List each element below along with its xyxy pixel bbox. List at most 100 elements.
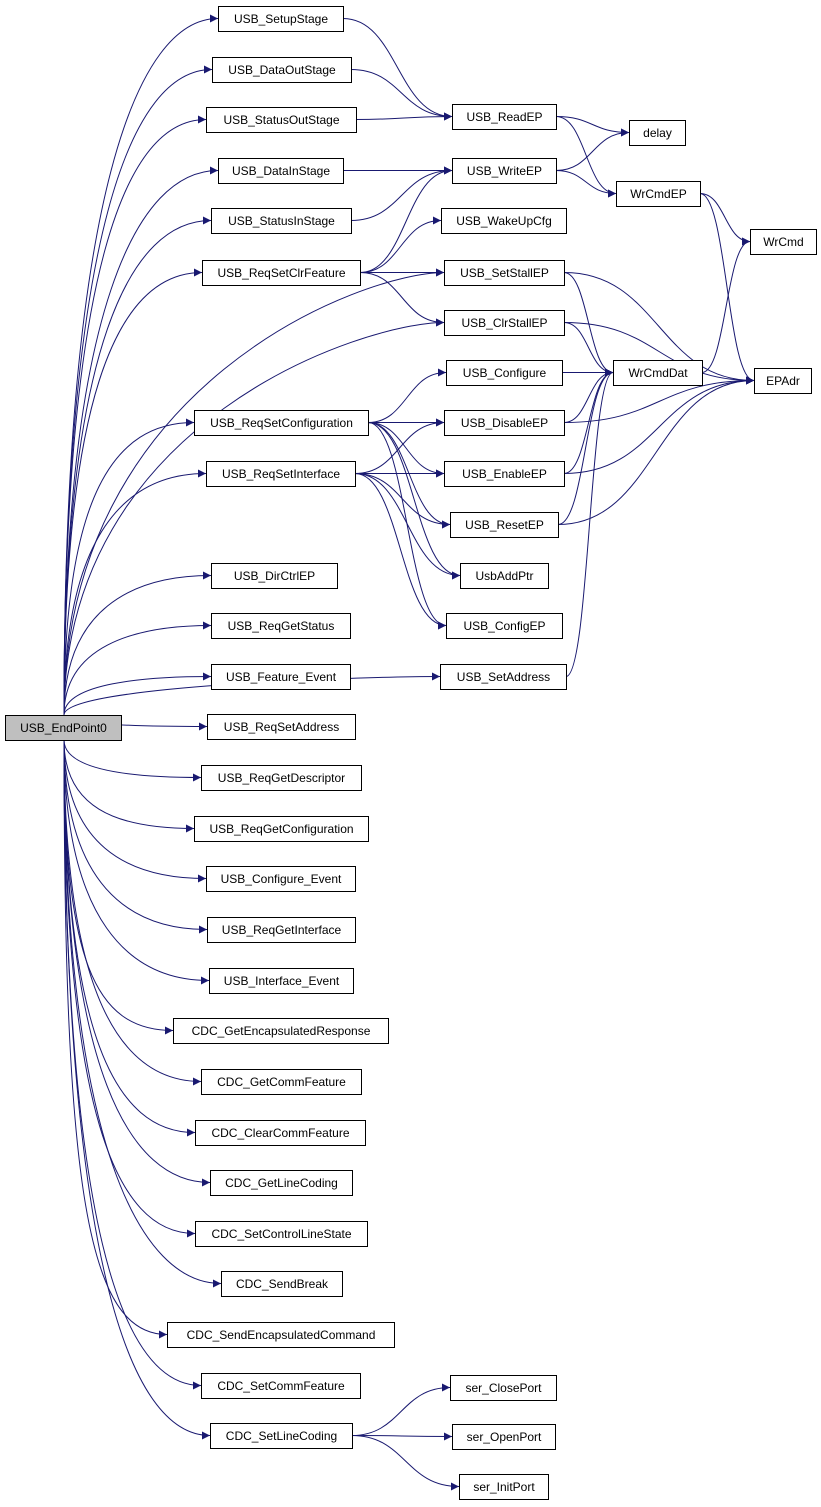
- edge-usb-reqsetconfiguration-to-usb-configure: [367, 368, 447, 423]
- node-label: USB_Interface_Event: [224, 974, 340, 988]
- node-usb-reqsetclrfeature[interactable]: USB_ReqSetClrFeature: [202, 260, 361, 286]
- node-label: CDC_SendEncapsulatedCommand: [187, 1328, 376, 1342]
- node-usb-configep[interactable]: USB_ConfigEP: [446, 613, 563, 639]
- node-usb-reqsetaddress[interactable]: USB_ReqSetAddress: [207, 714, 356, 740]
- node-label: USB_EnableEP: [462, 467, 547, 481]
- edge-usb-endpoint0-to-usb-datainstage: [63, 166, 219, 716]
- node-box: [206, 866, 356, 892]
- node-usb-enableep[interactable]: USB_EnableEP: [444, 461, 565, 487]
- node-box: [207, 917, 356, 943]
- node-usb-configure-event[interactable]: USB_Configure_Event: [206, 866, 356, 892]
- node-cdc-getcommfeature[interactable]: CDC_GetCommFeature: [201, 1069, 362, 1095]
- node-wrcmdep[interactable]: WrCmdEP: [616, 181, 701, 207]
- node-box: [211, 613, 351, 639]
- edge-usb-endpoint0-to-usb-reqsetconfiguration: [63, 418, 195, 716]
- node-label: USB_ReqSetConfiguration: [210, 416, 353, 430]
- node-usb-setaddress[interactable]: USB_SetAddress: [440, 664, 567, 690]
- node-box: [444, 260, 565, 286]
- node-cdc-getlinecoding[interactable]: CDC_GetLineCoding: [210, 1170, 353, 1196]
- node-ser-openport[interactable]: ser_OpenPort: [452, 1424, 556, 1450]
- edge-usb-setupstage-to-usb-readep: [342, 18, 453, 121]
- node-ser-closeport[interactable]: ser_ClosePort: [450, 1375, 557, 1401]
- node-label: CDC_GetCommFeature: [217, 1075, 346, 1089]
- edge-usb-endpoint0-to-usb-feature-event: [63, 672, 212, 716]
- node-label: USB_ReqSetAddress: [224, 720, 339, 734]
- node-label: USB_SetAddress: [457, 670, 550, 684]
- node-box: [206, 461, 356, 487]
- node-cdc-setlinecoding[interactable]: CDC_SetLineCoding: [210, 1423, 353, 1449]
- node-ser-initport[interactable]: ser_InitPort: [459, 1474, 549, 1500]
- edge-usb-endpoint0-to-usb-statusoutstage: [63, 115, 207, 716]
- node-box: [444, 410, 565, 436]
- node-wrcmd[interactable]: WrCmd: [750, 229, 817, 255]
- node-usb-reqgetstatus[interactable]: USB_ReqGetStatus: [211, 613, 351, 639]
- edge-cdc-setlinecoding-to-ser-closeport: [351, 1383, 451, 1436]
- node-usb-reqsetinterface[interactable]: USB_ReqSetInterface: [206, 461, 356, 487]
- node-usb-setupstage[interactable]: USB_SetupStage: [218, 6, 344, 32]
- node-label: USB_ReqGetConfiguration: [209, 822, 353, 836]
- edge-usb-endpoint0-to-usb-reqgetstatus: [63, 621, 212, 716]
- node-usb-datainstage[interactable]: USB_DataInStage: [218, 158, 344, 184]
- node-usb-wakeupcfg[interactable]: USB_WakeUpCfg: [441, 208, 567, 234]
- node-usbaddptr[interactable]: UsbAddPtr: [460, 563, 549, 589]
- edge-cdc-setlinecoding-to-ser-openport: [351, 1432, 453, 1441]
- node-cdc-sendencapsulatedcommand[interactable]: CDC_SendEncapsulatedCommand: [167, 1322, 395, 1348]
- node-box: [750, 229, 817, 255]
- node-label: USB_SetupStage: [234, 12, 328, 26]
- edge-usb-endpoint0-to-usb-reqsetclrfeature: [63, 268, 203, 716]
- node-cdc-clearcommfeature[interactable]: CDC_ClearCommFeature: [195, 1120, 366, 1146]
- node-usb-disableep[interactable]: USB_DisableEP: [444, 410, 565, 436]
- node-usb-feature-event[interactable]: USB_Feature_Event: [211, 664, 351, 690]
- edge-usb-writeep-to-wrcmdep: [555, 170, 617, 198]
- node-box: [195, 1120, 366, 1146]
- edge-usb-endpoint0-to-cdc-clearcommfeature: [63, 739, 196, 1137]
- node-cdc-setcommfeature[interactable]: CDC_SetCommFeature: [201, 1373, 361, 1399]
- node-usb-reqgetdescriptor[interactable]: USB_ReqGetDescriptor: [201, 765, 362, 791]
- node-box: [450, 512, 559, 538]
- edge-usb-clrstallep-to-wrcmddat: [563, 322, 614, 377]
- node-box: [452, 104, 557, 130]
- node-label: USB_ResetEP: [465, 518, 544, 532]
- node-usb-endpoint0[interactable]: USB_EndPoint0: [5, 715, 122, 741]
- edge-usb-endpoint0-to-cdc-getencapsulatedresponse: [63, 739, 174, 1035]
- node-usb-dirctrlep[interactable]: USB_DirCtrlEP: [211, 563, 338, 589]
- node-label: WrCmdEP: [630, 187, 686, 201]
- edge-usb-resetep-to-wrcmddat: [557, 368, 614, 525]
- edge-usb-writeep-to-delay: [555, 128, 630, 171]
- edge-usb-endpoint0-to-cdc-sendbreak: [63, 739, 222, 1288]
- node-usb-statusinstage[interactable]: USB_StatusInStage: [211, 208, 352, 234]
- node-wrcmddat[interactable]: WrCmdDat: [613, 360, 703, 386]
- node-usb-interface-event[interactable]: USB_Interface_Event: [209, 968, 354, 994]
- node-label: USB_ReqSetInterface: [222, 467, 340, 481]
- node-usb-setstallep[interactable]: USB_SetStallEP: [444, 260, 565, 286]
- edge-usb-endpoint0-to-usb-reqgetdescriptor: [63, 739, 202, 782]
- node-epadr[interactable]: EPAdr: [754, 368, 812, 394]
- node-label: ser_InitPort: [473, 1480, 535, 1494]
- node-box: [218, 158, 344, 184]
- edge-wrcmdep-to-wrcmd: [699, 193, 751, 246]
- edge-usb-reqsetinterface-to-usb-configep: [354, 473, 447, 630]
- node-cdc-setcontrollinestate[interactable]: CDC_SetControlLineState: [195, 1221, 368, 1247]
- node-box: [221, 1271, 343, 1297]
- node-usb-resetep[interactable]: USB_ResetEP: [450, 512, 559, 538]
- node-cdc-sendbreak[interactable]: CDC_SendBreak: [221, 1271, 343, 1297]
- node-cdc-getencapsulatedresponse[interactable]: CDC_GetEncapsulatedResponse: [173, 1018, 389, 1044]
- node-usb-clrstallep[interactable]: USB_ClrStallEP: [444, 310, 565, 336]
- node-usb-reqgetconfiguration[interactable]: USB_ReqGetConfiguration: [194, 816, 369, 842]
- node-usb-readep[interactable]: USB_ReadEP: [452, 104, 557, 130]
- node-usb-reqgetinterface[interactable]: USB_ReqGetInterface: [207, 917, 356, 943]
- node-usb-dataoutstage[interactable]: USB_DataOutStage: [212, 57, 352, 83]
- edge-usb-endpoint0-to-usb-reqgetconfiguration: [63, 739, 195, 833]
- node-usb-statusoutstage[interactable]: USB_StatusOutStage: [206, 107, 357, 133]
- edge-usb-reqsetinterface-to-usb-resetep: [354, 473, 451, 529]
- node-box: [452, 1424, 556, 1450]
- node-delay[interactable]: delay: [629, 120, 686, 146]
- edge-usb-setstallep-to-epadr: [563, 272, 755, 385]
- edge-usb-endpoint0-to-usb-reqgetinterface: [63, 739, 208, 934]
- edge-usb-statusinstage-to-usb-writeep: [350, 166, 453, 221]
- node-usb-reqsetconfiguration[interactable]: USB_ReqSetConfiguration: [194, 410, 369, 436]
- node-box: [450, 1375, 557, 1401]
- node-usb-configure[interactable]: USB_Configure: [446, 360, 563, 386]
- node-usb-writeep[interactable]: USB_WriteEP: [452, 158, 557, 184]
